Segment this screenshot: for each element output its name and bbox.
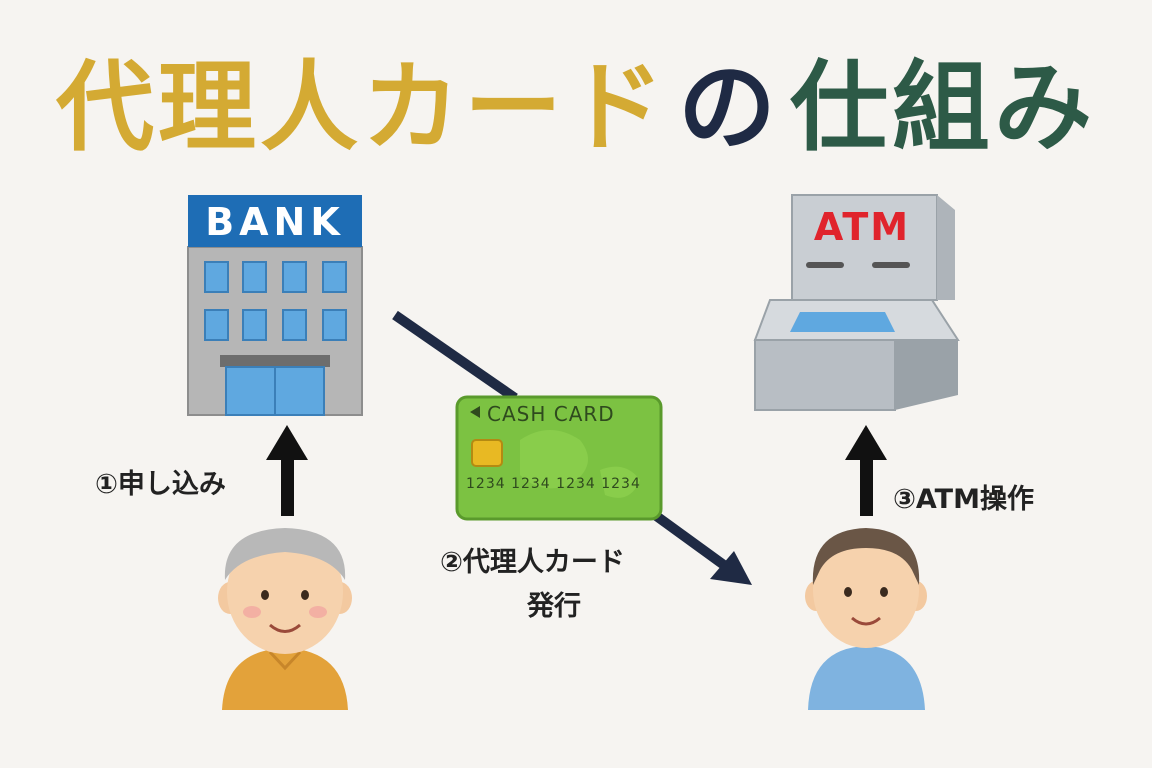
elderly-person-illustration <box>218 528 352 710</box>
bank-sign: BANK <box>205 200 345 244</box>
step1-apply-label: ①申し込み <box>95 469 226 500</box>
step2-issue-label: ②代理人カード <box>440 547 625 578</box>
title-part-proxy-card: 代理人カード <box>55 51 668 165</box>
atm-machine-illustration: ATM <box>753 194 960 411</box>
title-part-mechanism: 仕組み <box>790 51 1097 165</box>
cash-card-illustration: CASH CARD 1234 1234 1234 1234 <box>455 395 663 521</box>
middle-aged-man-illustration <box>805 528 927 710</box>
card-numbers: 1234 1234 1234 1234 <box>466 476 641 492</box>
step2-issue-label-line2: 発行 <box>527 591 581 622</box>
issue-arrow <box>652 510 731 573</box>
operate-arrow <box>845 425 887 516</box>
card-label: CASH CARD <box>487 402 615 426</box>
title-part-no: の <box>677 51 780 165</box>
apply-arrow <box>266 425 308 516</box>
page-title: 代理人カードの仕組み <box>0 28 1152 170</box>
step3-atm-label: ③ATM操作 <box>893 484 1034 515</box>
atm-sign: ATM <box>814 205 910 249</box>
bank-building-illustration: BANK <box>187 195 363 416</box>
issue-arrow-head <box>710 551 752 585</box>
